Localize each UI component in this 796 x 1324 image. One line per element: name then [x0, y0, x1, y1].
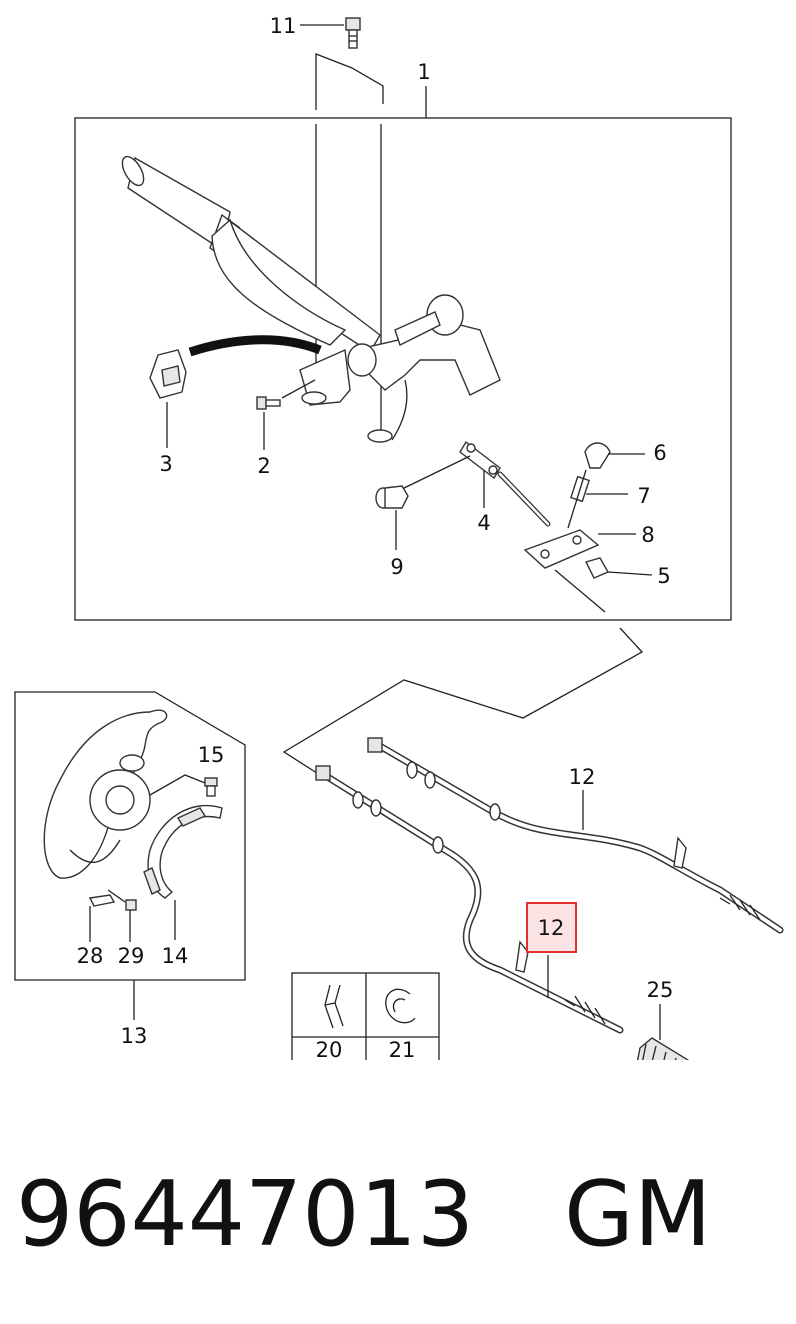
- backing-plate-icon: [43, 709, 168, 879]
- bolt-11-icon: [345, 17, 361, 49]
- label-1: 1: [417, 60, 430, 84]
- highlighted-part-12[interactable]: 12: [526, 902, 577, 953]
- lever-bracket-icon: [299, 294, 501, 443]
- label-20: 20: [316, 1038, 343, 1060]
- label-29: 29: [118, 944, 145, 968]
- label-3: 3: [159, 452, 172, 476]
- brake-shoe-14-icon: [143, 804, 223, 899]
- parking-brake-exploded-diagram: 12 11 1 3 2 4 9 6 7 8 5 12 15 28 29 14 1…: [14, 14, 784, 1060]
- pin-28-icon: [88, 894, 116, 907]
- label-15: 15: [198, 743, 225, 767]
- label-6: 6: [653, 441, 666, 465]
- lever-assembly-frame: [74, 117, 732, 621]
- clip-table: [291, 972, 440, 1060]
- label-14: 14: [162, 944, 189, 968]
- grommet-9-icon: [375, 485, 409, 509]
- brake-cable-12-upper-icon: [367, 737, 784, 934]
- label-4: 4: [477, 511, 490, 535]
- label-11: 11: [270, 14, 297, 38]
- rear-brake-frame: [14, 691, 246, 981]
- part-number-footer: 96447013 GM: [16, 1160, 786, 1270]
- svg-text:12: 12: [538, 916, 565, 940]
- brake-switch-icon: [149, 349, 187, 399]
- clip-21-icon: [385, 988, 416, 1024]
- label-8: 8: [641, 523, 654, 547]
- dust-boot-25-icon: [636, 1037, 689, 1060]
- label-25: 25: [647, 978, 674, 1002]
- label-28: 28: [77, 944, 104, 968]
- switch-wire: [188, 335, 322, 357]
- clip-20-icon: [324, 984, 344, 1029]
- nut-5-icon: [584, 557, 609, 579]
- screw-2-icon: [256, 396, 281, 410]
- clip-6-icon: [584, 442, 611, 469]
- brake-cable-12-lower-icon: [315, 765, 624, 1034]
- brand-name: GM: [564, 1162, 712, 1267]
- label-21: 21: [389, 1038, 416, 1060]
- spring-29-icon: [125, 899, 137, 911]
- part-number: 96447013: [16, 1162, 475, 1267]
- bolt-15-icon: [204, 777, 218, 797]
- equalizer-8-icon: [523, 469, 600, 569]
- label-7: 7: [637, 484, 650, 508]
- label-13: 13: [121, 1024, 148, 1048]
- label-2: 2: [257, 454, 270, 478]
- equalizer-rod-4-icon: [459, 440, 551, 527]
- label-12-upper: 12: [569, 765, 596, 789]
- label-9: 9: [390, 555, 403, 579]
- label-5: 5: [657, 564, 670, 588]
- hand-brake-lever-icon: [121, 155, 381, 353]
